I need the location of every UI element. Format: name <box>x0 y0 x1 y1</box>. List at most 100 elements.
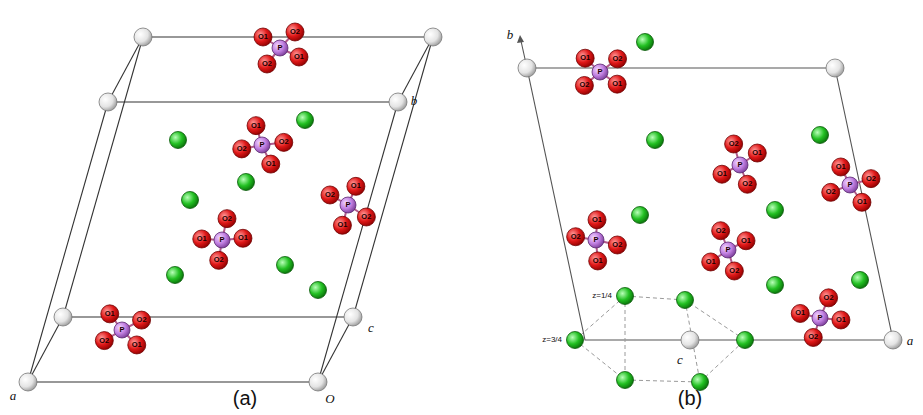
atom-label: O2 <box>716 227 726 235</box>
cell-edge <box>63 37 143 317</box>
oxygen-atom <box>218 210 236 228</box>
white-atom <box>884 331 902 349</box>
atom-label: O1 <box>105 310 115 318</box>
oxygen-atom <box>101 305 119 323</box>
panel-label: (a) <box>233 388 257 408</box>
phosphorus-atom <box>214 232 230 248</box>
oxygen-atom <box>853 193 871 211</box>
phosphorus-atom <box>340 197 356 213</box>
green-atom <box>637 34 654 51</box>
atom-label: P <box>593 236 598 244</box>
atom-label: O2 <box>729 267 739 275</box>
cell-edge <box>108 37 143 102</box>
white-atom <box>19 373 37 391</box>
oxygen-atom <box>832 158 850 176</box>
axis-label: b <box>411 94 418 107</box>
green-atom <box>617 288 634 305</box>
atom-label: P <box>259 141 264 149</box>
oxygen-atom <box>791 304 809 322</box>
green-atom <box>677 292 694 309</box>
phosphorus-atom <box>254 137 270 153</box>
white-atom <box>681 331 699 349</box>
axis-label: c <box>368 321 374 334</box>
phosphorus-atom <box>272 40 288 56</box>
atom-label: O1 <box>741 237 751 245</box>
axis-label: a <box>10 389 17 402</box>
atom-label: O2 <box>222 215 232 223</box>
atom-label: P <box>597 68 602 76</box>
oxygen-atom <box>832 311 850 329</box>
white-atom <box>518 59 536 77</box>
oxygen-atom <box>290 48 308 66</box>
atom-label: O2 <box>808 334 818 342</box>
white-atom <box>134 28 152 46</box>
dashed-bond <box>625 296 685 300</box>
oxygen-atom <box>247 117 265 135</box>
atom-label: O1 <box>795 310 805 318</box>
atom-label: P <box>847 181 852 189</box>
atom-label: P <box>219 236 224 244</box>
unit-cell-a <box>28 37 433 382</box>
axis-arrowhead <box>517 35 524 43</box>
atoms <box>19 23 902 391</box>
oxygen-atom <box>567 228 585 246</box>
green-atom <box>170 132 187 149</box>
atom-label: O1 <box>337 222 347 230</box>
oxygen-atom <box>576 49 594 67</box>
atom-label: O1 <box>836 316 846 324</box>
atom-label: O2 <box>824 294 834 302</box>
oxygen-atom <box>713 165 731 183</box>
oxygen-atom <box>725 135 743 153</box>
oxygen-atom <box>862 170 880 188</box>
atom-label: P <box>345 201 350 209</box>
atom-label: O1 <box>580 54 590 62</box>
green-atom <box>567 332 584 349</box>
white-atom <box>344 308 362 326</box>
dashed-bond <box>700 340 745 382</box>
atom-label: O2 <box>99 337 109 345</box>
atom-label: P <box>737 161 742 169</box>
atom-label: O2 <box>612 241 622 249</box>
white-atom <box>826 59 844 77</box>
white-atom <box>309 373 327 391</box>
phosphorus-atom <box>720 242 736 258</box>
unit-cell-b <box>517 35 893 340</box>
oxygen-atom <box>133 311 151 329</box>
atom-label: O1 <box>592 216 602 224</box>
axis-label: c <box>677 353 683 366</box>
height-note: z=1/4 <box>592 292 612 300</box>
oxygen-atom <box>608 236 626 254</box>
cell-outline <box>527 68 893 340</box>
atom-label: O1 <box>197 235 207 243</box>
axis-label: b <box>507 28 514 41</box>
oxygen-atom <box>608 75 626 93</box>
atom-label: O2 <box>826 189 836 197</box>
cell-edge <box>28 381 318 382</box>
oxygen-atom <box>820 289 838 307</box>
atom-label: O2 <box>579 82 589 90</box>
atom-label: O1 <box>351 183 361 191</box>
height-note: z=3/4 <box>542 336 562 344</box>
oxygen-atom <box>275 133 293 151</box>
oxygen-atom <box>258 55 276 73</box>
oxygen-atom <box>804 328 822 346</box>
oxygen-atom <box>589 252 607 270</box>
atom-label: O2 <box>729 140 739 148</box>
octahedron-dashes <box>575 296 745 382</box>
bonds <box>104 32 871 345</box>
atom-label: P <box>817 314 822 322</box>
atom-label: O2 <box>279 139 289 147</box>
oxygen-atom <box>286 23 304 41</box>
atom-label: O2 <box>325 191 335 199</box>
atom-label: O2 <box>866 175 876 183</box>
axis-label: a <box>907 334 914 347</box>
atom-label: O1 <box>593 257 603 265</box>
oxygen-atom <box>233 140 251 158</box>
white-atom <box>389 93 407 111</box>
atom-label: O2 <box>742 181 752 189</box>
green-atom <box>238 174 255 191</box>
atom-label: O2 <box>613 55 623 63</box>
origin-label: O <box>325 392 334 405</box>
oxygen-atom <box>128 336 146 354</box>
